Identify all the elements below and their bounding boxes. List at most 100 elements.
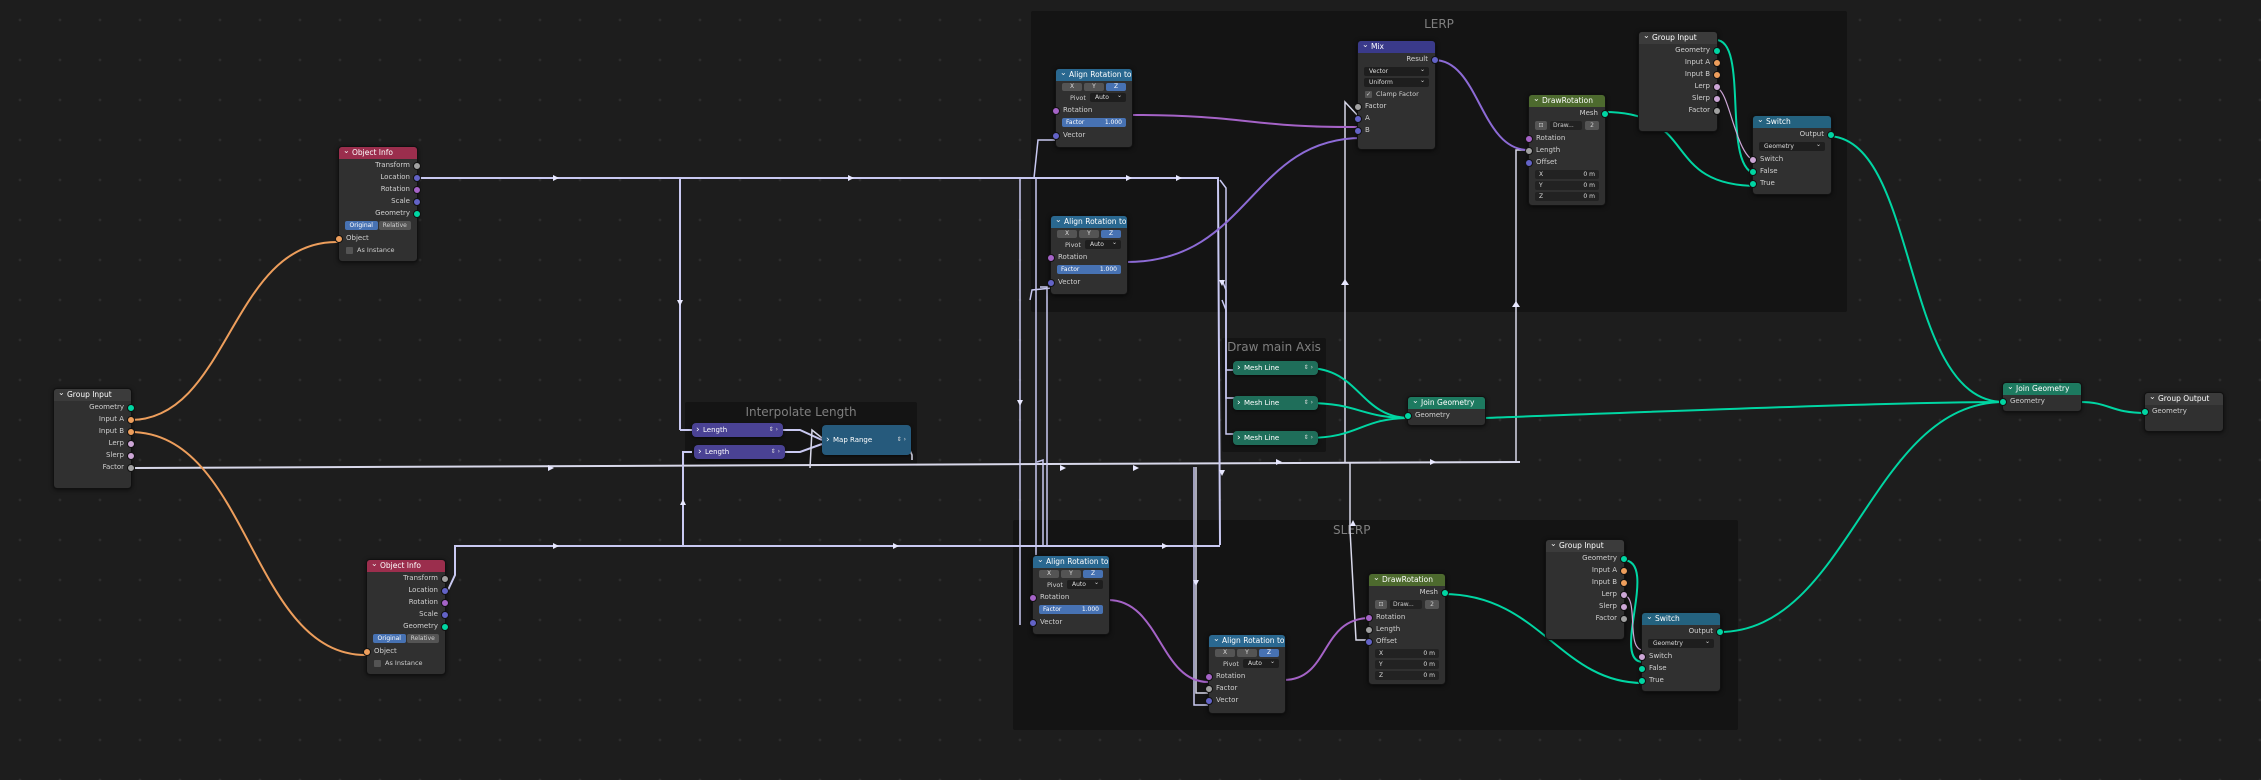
object-info-node[interactable]: Object Info Transform Location Rotation … xyxy=(335,146,421,262)
axis-z-button[interactable]: Z xyxy=(1106,83,1126,91)
mix-header[interactable]: Mix xyxy=(1358,41,1435,53)
axis-y-button[interactable]: Y xyxy=(1084,83,1104,91)
join-geometry-header[interactable]: Join Geometry xyxy=(1408,397,1485,409)
vector-socket[interactable] xyxy=(413,198,421,206)
bool-socket[interactable] xyxy=(1713,95,1721,103)
vector-socket[interactable] xyxy=(1205,697,1213,705)
geometry-socket[interactable] xyxy=(413,210,421,218)
vector-socket[interactable] xyxy=(441,611,449,619)
draw-rotation-header[interactable]: DrawRotation xyxy=(1369,574,1445,586)
geometry-socket[interactable] xyxy=(1638,665,1646,673)
original-button[interactable]: Original xyxy=(345,221,378,230)
frame-lerp[interactable]: LERP xyxy=(1031,11,1847,312)
switch-node[interactable]: Switch Output Geometry Switch False True xyxy=(1638,612,1724,692)
geometry-socket[interactable] xyxy=(127,404,135,412)
mesh-line-node[interactable]: Mesh Line⇕ › xyxy=(1233,431,1318,445)
mesh-line-node[interactable]: Mesh Line⇕ › xyxy=(1233,396,1318,410)
relative-button[interactable]: Relative xyxy=(378,221,411,230)
pivot-dropdown[interactable]: Auto xyxy=(1089,91,1126,102)
vector-socket[interactable] xyxy=(1354,115,1362,123)
pivot-dropdown[interactable]: Auto xyxy=(1242,657,1279,668)
rotation-socket[interactable] xyxy=(1047,254,1055,262)
align-rotation-header[interactable]: Align Rotation to ... xyxy=(1033,556,1109,568)
vector-socket[interactable] xyxy=(1354,127,1362,135)
float-socket[interactable] xyxy=(1525,147,1533,155)
geometry-socket[interactable] xyxy=(1827,131,1835,139)
geometry-socket[interactable] xyxy=(1713,47,1721,55)
align-rotation-header[interactable]: Align Rotation to ... xyxy=(1051,216,1127,228)
group-input-node[interactable]: Group Input Geometry Input A Input B Ler… xyxy=(1545,539,1628,640)
geometry-socket[interactable] xyxy=(441,623,449,631)
pivot-dropdown[interactable]: Auto xyxy=(1066,578,1103,589)
object-socket[interactable] xyxy=(1713,71,1721,79)
bool-socket[interactable] xyxy=(1713,83,1721,91)
bool-socket[interactable] xyxy=(127,440,135,448)
length-node[interactable]: Length⇕ › xyxy=(692,423,783,437)
draw-rotation-header[interactable]: DrawRotation xyxy=(1529,95,1605,107)
geometry-socket[interactable] xyxy=(1716,628,1724,636)
object-socket[interactable] xyxy=(335,235,343,243)
axis-x-button[interactable]: X xyxy=(1057,230,1077,238)
mesh-line-node[interactable]: Mesh Line⇕ › xyxy=(1233,361,1318,375)
object-info-node[interactable]: Object Info Transform Location Rotation … xyxy=(363,559,449,675)
mix-node[interactable]: Mix Result Vector Uniform ✓Clamp Factor … xyxy=(1354,40,1439,150)
axis-y-button[interactable]: Y xyxy=(1237,649,1257,657)
node-group-selector[interactable]: ⊡Draw...2 xyxy=(1375,600,1439,609)
original-button[interactable]: Original xyxy=(373,634,406,643)
rotation-socket[interactable] xyxy=(441,599,449,607)
pivot-dropdown[interactable]: Auto xyxy=(1084,238,1121,249)
object-socket[interactable] xyxy=(127,416,135,424)
map-range-node[interactable]: Map Range⇕ › xyxy=(822,425,911,455)
float-socket[interactable] xyxy=(127,464,135,472)
object-socket[interactable] xyxy=(127,428,135,436)
vector-socket[interactable] xyxy=(441,587,449,595)
group-input-node[interactable]: Group Input Geometry Input A Input B Ler… xyxy=(1638,31,1721,132)
rotation-socket[interactable] xyxy=(1205,673,1213,681)
float-socket[interactable] xyxy=(1354,103,1362,111)
switch-header[interactable]: Switch xyxy=(1753,116,1831,128)
as-instance-checkbox[interactable]: As Instance xyxy=(346,245,410,255)
bool-socket[interactable] xyxy=(1638,653,1646,661)
data-type-dropdown[interactable]: Vector xyxy=(1364,65,1429,76)
bool-socket[interactable] xyxy=(1749,156,1757,164)
group-input-header[interactable]: Group Input xyxy=(1546,540,1624,552)
group-input-node[interactable]: Group Input Geometry Input A Input B Ler… xyxy=(53,388,135,489)
group-output-header[interactable]: Group Output xyxy=(2145,393,2223,405)
vector-socket[interactable] xyxy=(413,174,421,182)
axis-x-button[interactable]: X xyxy=(1215,649,1235,657)
float-socket[interactable] xyxy=(1365,626,1373,634)
as-instance-checkbox[interactable]: As Instance xyxy=(374,658,438,668)
axis-x-button[interactable]: X xyxy=(1062,83,1082,91)
rotation-socket[interactable] xyxy=(413,186,421,194)
rotation-socket[interactable] xyxy=(1365,614,1373,622)
object-socket[interactable] xyxy=(1620,567,1628,575)
rotation-socket[interactable] xyxy=(1525,135,1533,143)
rotation-socket[interactable] xyxy=(1029,594,1037,602)
geometry-socket[interactable] xyxy=(2141,408,2149,416)
axis-z-button[interactable]: Z xyxy=(1101,230,1121,238)
axis-y-button[interactable]: Y xyxy=(1061,570,1081,578)
object-socket[interactable] xyxy=(1713,59,1721,67)
rotation-socket[interactable] xyxy=(1052,107,1060,115)
float-socket[interactable] xyxy=(1713,107,1721,115)
axis-z-button[interactable]: Z xyxy=(1083,570,1103,578)
axis-z-button[interactable]: Z xyxy=(1259,649,1279,657)
align-rotation-header[interactable]: Align Rotation to ... xyxy=(1056,69,1132,81)
geometry-socket[interactable] xyxy=(1638,677,1646,685)
geometry-socket[interactable] xyxy=(1620,555,1628,563)
node-group-selector[interactable]: ⊡Draw...2 xyxy=(1535,121,1599,130)
vector-socket[interactable] xyxy=(1029,619,1037,627)
geometry-socket[interactable] xyxy=(1441,589,1449,597)
geometry-socket[interactable] xyxy=(1749,180,1757,188)
relative-button[interactable]: Relative xyxy=(406,634,439,643)
